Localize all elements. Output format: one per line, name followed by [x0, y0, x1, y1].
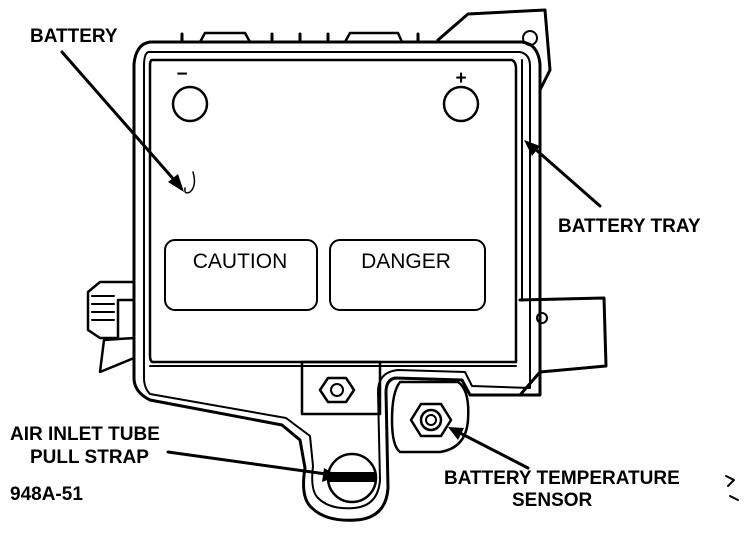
positive-symbol-text: + — [455, 68, 466, 89]
air-inlet-tube-label-line2: PULL STRAP — [30, 447, 149, 468]
caution-panel: CAUTION — [164, 239, 318, 311]
danger-text: DANGER — [361, 250, 451, 273]
leader-lines — [60, 50, 602, 482]
positive-terminal: + — [442, 68, 480, 123]
negative-terminal: − — [171, 64, 209, 123]
caution-text: CAUTION — [193, 250, 288, 273]
pull-strap — [326, 452, 378, 504]
danger-panel: DANGER — [329, 239, 486, 311]
negative-symbol-text: − — [176, 64, 187, 85]
figure-id-label: 948A-51 — [10, 484, 83, 505]
temperature-sensor-label-line2: SENSOR — [512, 490, 593, 511]
temperature-sensor — [409, 402, 453, 438]
temperature-sensor-label-line1: BATTERY TEMPERATURE — [444, 468, 680, 489]
battery — [148, 58, 518, 367]
battery-tray-label: BATTERY TRAY — [558, 216, 701, 237]
battery-label: BATTERY — [30, 26, 118, 47]
hold-down-bolt — [300, 360, 382, 416]
air-inlet-tube-label-line1: AIR INLET TUBE — [10, 424, 160, 445]
margin-mark — [725, 475, 739, 501]
battery-tray — [86, 8, 608, 522]
